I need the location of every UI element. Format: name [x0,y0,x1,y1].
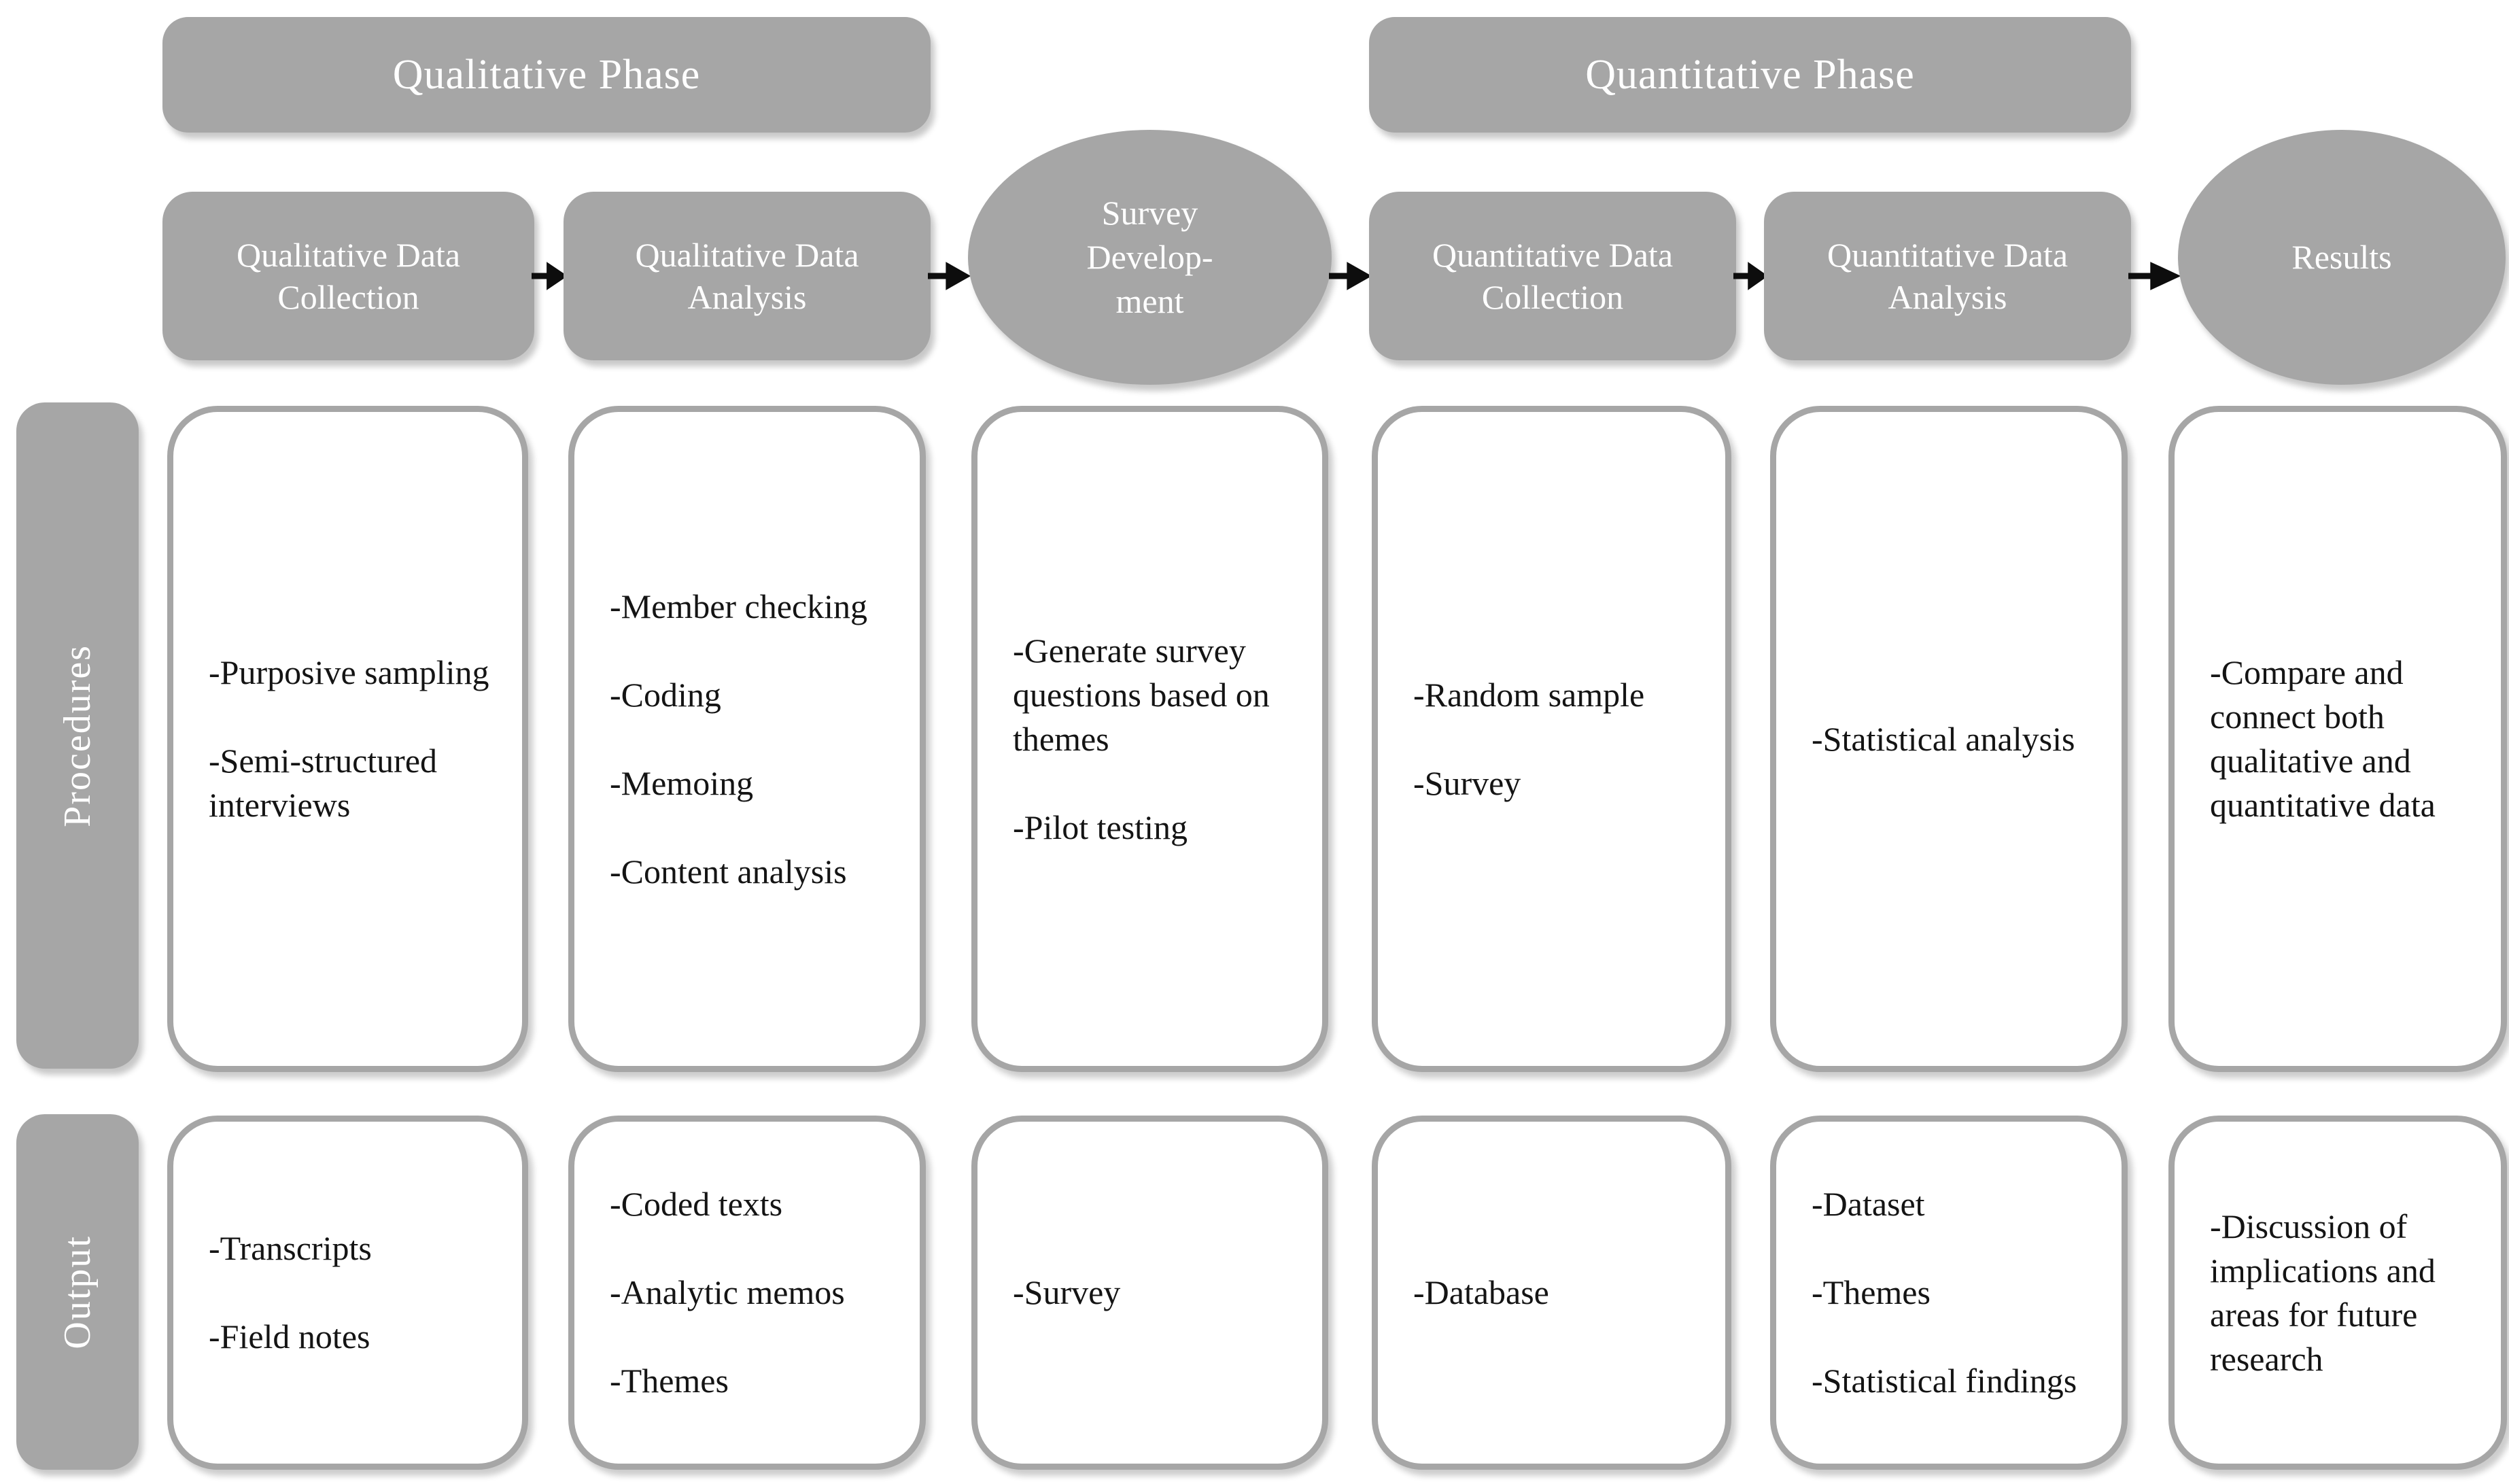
flow-step-qualitative-data-collection: Qualitative Data Collection [162,192,534,360]
arrow-right-icon [928,261,970,291]
procedures-box-qualitative-data-analysis: -Member checking -Coding -Memoing -Conte… [568,406,926,1072]
output-box-results: -Discussion of implications and areas fo… [2168,1116,2507,1470]
output-box-qualitative-data-analysis: -Coded texts -Analytic memos -Themes [568,1116,926,1470]
flow-step-quantitative-data-analysis: Quantitative Data Analysis [1764,192,2131,360]
output-box-survey-development: -Survey [971,1116,1328,1470]
flow-step-results: Results [2178,130,2506,385]
phase-header-qualitative: Qualitative Phase [162,17,931,133]
row-label-procedures: Procedures [16,402,139,1069]
arrow-right-icon [1733,261,1767,291]
procedures-box-results: -Compare and connect both qualitative an… [2168,406,2507,1072]
row-label-output: Output [16,1114,139,1470]
row-label-procedures-text: Procedures [56,644,99,827]
procedures-box-qualitative-data-collection: -Purposive sampling -Semi-structured int… [167,406,528,1072]
flow-step-qualitative-data-analysis: Qualitative Data Analysis [564,192,931,360]
procedures-box-quantitative-data-analysis: -Statistical analysis [1770,406,2128,1072]
row-label-output-text: Output [56,1235,99,1349]
procedures-box-survey-development: -Generate survey questions based on them… [971,406,1328,1072]
flow-step-survey-development: Survey Develop- ment [968,130,1332,385]
arrow-right-icon [1329,261,1371,291]
procedures-box-quantitative-data-collection: -Random sample -Survey [1372,406,1731,1072]
arrow-right-icon [532,261,567,291]
arrow-right-icon [2128,261,2180,291]
phase-header-quantitative: Quantitative Phase [1369,17,2131,133]
output-box-quantitative-data-collection: -Database [1372,1116,1731,1470]
output-box-quantitative-data-analysis: -Dataset -Themes -Statistical findings [1770,1116,2128,1470]
output-box-qualitative-data-collection: -Transcripts -Field notes [167,1116,528,1470]
flow-step-quantitative-data-collection: Quantitative Data Collection [1369,192,1736,360]
